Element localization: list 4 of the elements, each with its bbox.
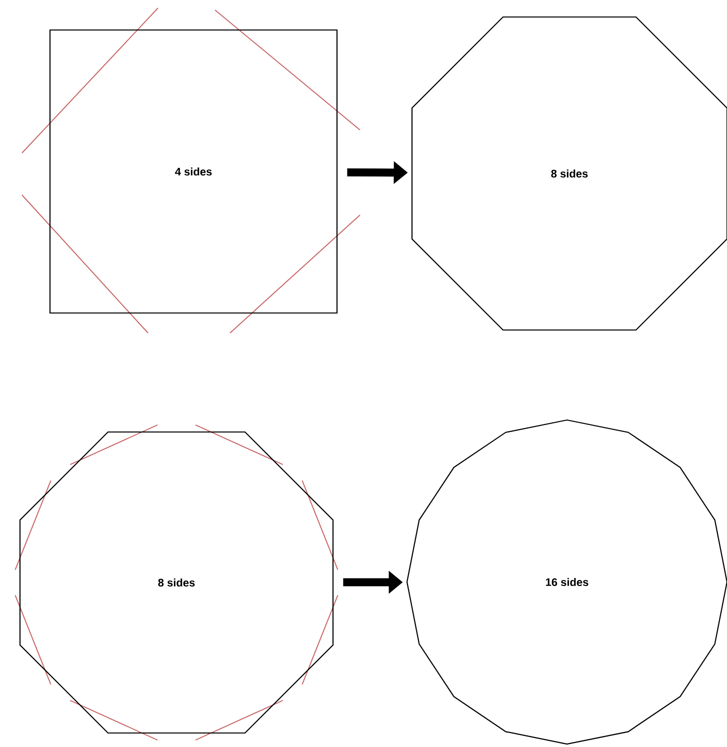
square: 4 sides [49,29,338,314]
octagon: 8 sides [19,431,334,734]
polygon: 16 sides [406,419,727,745]
octagon: 8 sides [411,16,727,331]
